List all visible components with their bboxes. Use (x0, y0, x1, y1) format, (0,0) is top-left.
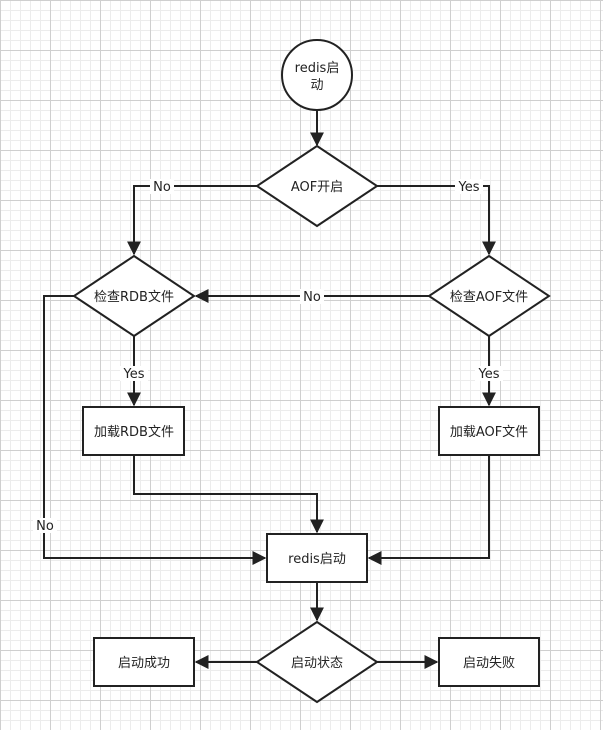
node-load-aof: 加载AOF文件 (438, 406, 540, 456)
node-redis-start: redis启动 (266, 533, 368, 583)
edge-labels: No Yes No Yes Yes No (33, 179, 503, 534)
edge-label-aof-no: No (153, 180, 171, 195)
node-start-fail: 启动失败 (438, 637, 540, 687)
edge-label-check-aof-yes: Yes (478, 367, 500, 382)
node-load-rdb-label: 加载RDB文件 (94, 425, 174, 440)
edges (43, 110, 496, 669)
node-start-label-line2: 动 (310, 78, 323, 93)
node-start: redis启 动 (281, 39, 353, 111)
node-aof-enabled-label: AOF开启 (291, 180, 343, 195)
node-start-label-line1: redis启 (295, 61, 340, 76)
edge-load-rdb (133, 455, 324, 534)
node-load-aof-label: 加载AOF文件 (450, 425, 528, 440)
edge-label-check-rdb-no: No (36, 519, 54, 534)
node-check-aof: 检查AOF文件 (427, 254, 551, 338)
edge-label-check-rdb-yes: Yes (123, 367, 145, 382)
node-start-status: 启动状态 (255, 620, 379, 704)
node-load-rdb: 加载RDB文件 (82, 406, 185, 456)
node-redis-start-label: redis启动 (288, 552, 346, 567)
edge-label-aof-yes: Yes (458, 180, 480, 195)
edge-check-rdb-no (43, 295, 267, 565)
node-start-success: 启动成功 (93, 637, 195, 687)
node-check-rdb-label: 检查RDB文件 (94, 290, 174, 305)
node-start-status-label: 启动状态 (291, 656, 343, 671)
node-check-aof-label: 检查AOF文件 (450, 290, 528, 305)
node-start-success-label: 启动成功 (118, 656, 170, 671)
node-aof-enabled: AOF开启 (255, 144, 379, 228)
edge-aof-yes (377, 185, 496, 256)
node-check-rdb: 检查RDB文件 (72, 254, 196, 338)
edge-label-check-aof-no: No (303, 290, 321, 305)
edge-load-aof (367, 455, 490, 565)
edge-aof-no (127, 185, 257, 256)
node-start-fail-label: 启动失败 (463, 656, 515, 671)
